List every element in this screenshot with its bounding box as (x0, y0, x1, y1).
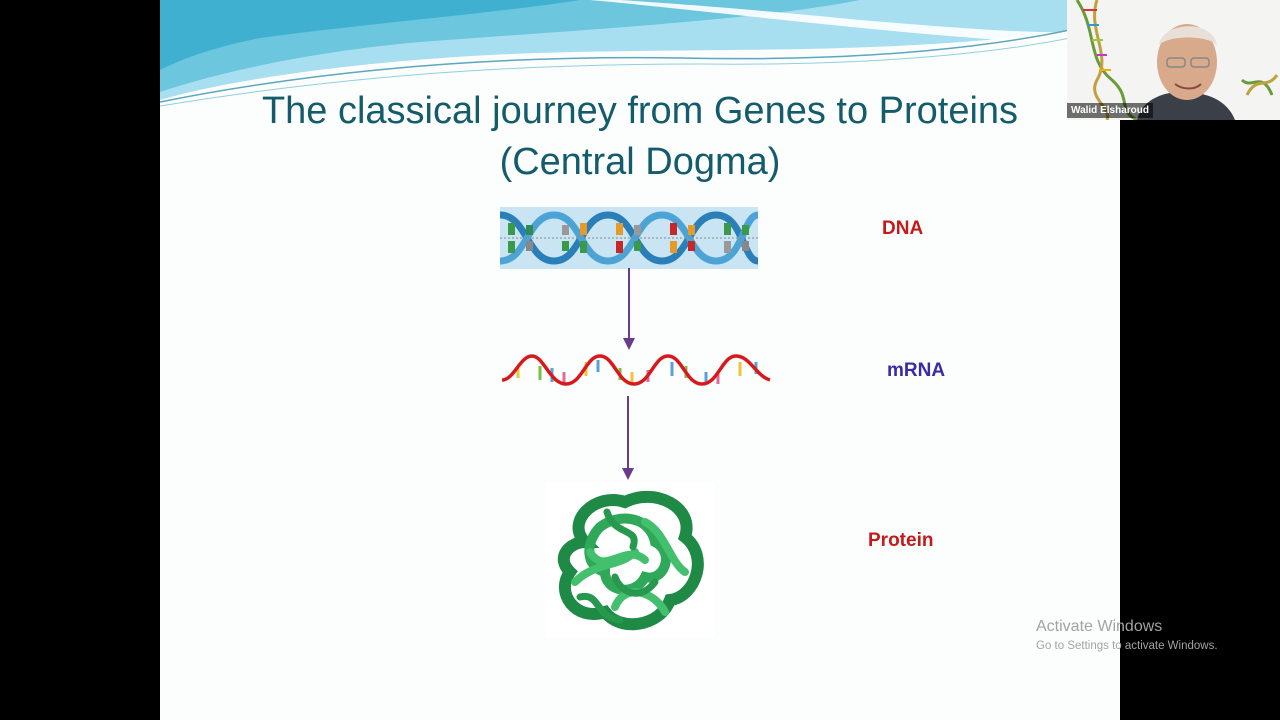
down-arrow-icon (622, 396, 634, 480)
activate-windows-title: Activate Windows (1036, 618, 1163, 635)
header-wave-decoration (160, 0, 1120, 107)
presenter-figure (1137, 24, 1235, 120)
dna-helix-image (500, 207, 758, 269)
mrna-label: mRNA (887, 360, 946, 381)
webcam-scene (1067, 0, 1280, 120)
dna-label: DNA (882, 218, 924, 239)
participant-name-label: Walid Elsharoud (1067, 103, 1153, 118)
webcam-video[interactable]: Walid Elsharoud (1067, 0, 1280, 120)
presentation-slide: The classical journey from Genes to Prot… (160, 0, 1120, 720)
activate-windows-watermark: Activate Windows Go to Settings to activ… (1036, 617, 1218, 655)
slide-title-line1: The classical journey from Genes to Prot… (261, 90, 1019, 132)
slide-title-line2: (Central Dogma) (499, 141, 781, 183)
mrna-strand-image (501, 354, 771, 386)
protein-label: Protein (868, 530, 934, 551)
activate-windows-subtitle: Go to Settings to activate Windows. (1036, 640, 1218, 652)
protein-blob-image (545, 482, 715, 638)
down-arrow-icon (623, 268, 635, 350)
